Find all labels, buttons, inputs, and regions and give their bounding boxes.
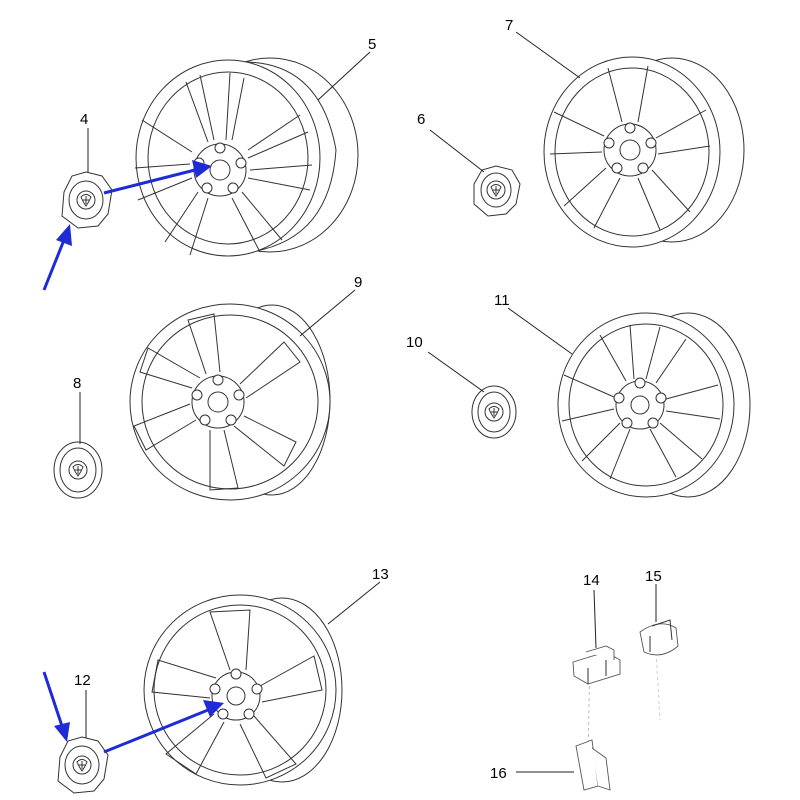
arrow-cap12-to-wheel13 xyxy=(103,700,224,754)
arrow-cap4-to-wheel5 xyxy=(103,160,212,195)
key-adapter-16 xyxy=(575,739,611,791)
leader-7 xyxy=(515,31,581,79)
leader-10 xyxy=(427,351,485,393)
callout-16: 16 xyxy=(490,765,507,782)
center-cap-8 xyxy=(53,441,103,499)
callout-11: 11 xyxy=(494,292,510,309)
callout-12: 12 xyxy=(74,672,91,689)
callout-4: 4 xyxy=(80,111,88,128)
locking-nut-15 xyxy=(639,619,679,656)
callout-14: 14 xyxy=(583,572,600,589)
leader-13 xyxy=(327,581,381,625)
callout-6: 6 xyxy=(417,111,425,128)
wheel-9 xyxy=(129,303,331,501)
callout-7: 7 xyxy=(505,17,513,34)
leader-5 xyxy=(317,51,371,101)
arrow-cap4-in xyxy=(42,224,72,291)
center-cap-4 xyxy=(61,171,113,229)
leader-14 xyxy=(593,589,597,649)
wheel-13 xyxy=(143,594,343,786)
callout-9: 9 xyxy=(354,274,362,291)
leader-9 xyxy=(299,289,356,337)
callout-5: 5 xyxy=(368,36,376,53)
lug-nut-14 xyxy=(572,645,621,685)
center-cap-12 xyxy=(57,736,109,794)
arrow-cap12-in xyxy=(42,671,70,742)
leader-6 xyxy=(429,129,485,173)
wheel-5 xyxy=(134,57,359,257)
callout-13: 13 xyxy=(372,566,389,583)
callout-15: 15 xyxy=(645,568,662,585)
center-cap-10 xyxy=(471,385,517,439)
callout-10: 10 xyxy=(406,334,423,351)
wheel-11 xyxy=(557,312,751,498)
center-cap-6 xyxy=(473,165,521,217)
leader-11 xyxy=(507,307,573,355)
wheel-7 xyxy=(543,56,745,248)
callout-8: 8 xyxy=(73,375,81,392)
